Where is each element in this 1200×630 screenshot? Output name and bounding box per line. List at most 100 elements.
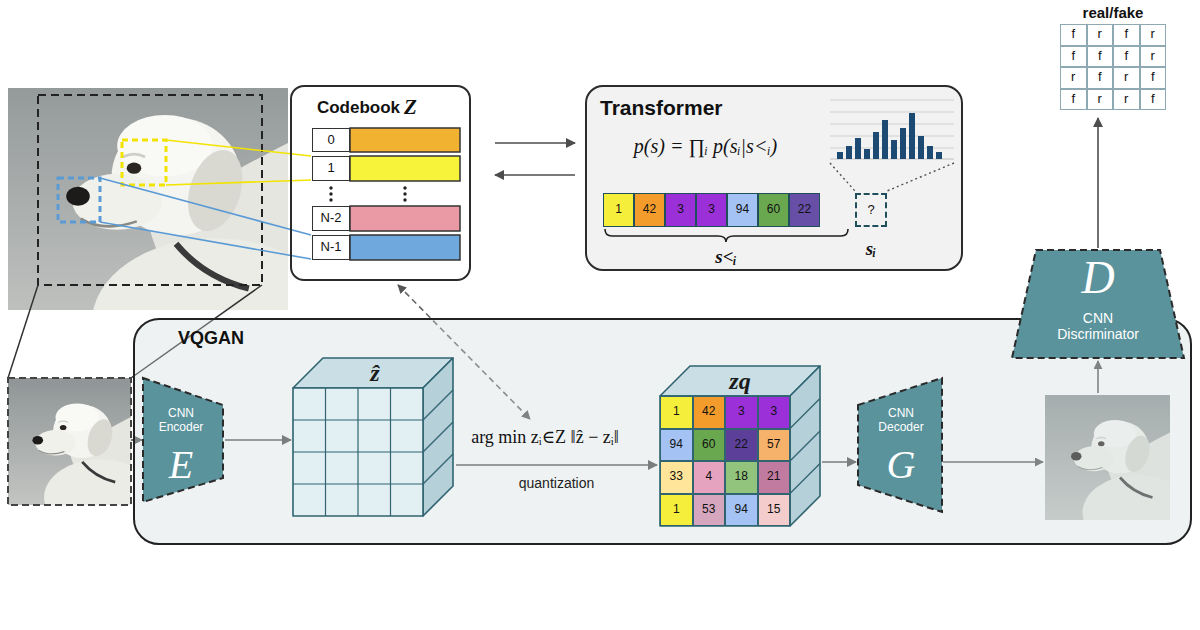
codebook-index: N-2 — [312, 206, 350, 231]
text-slot: 21 — [758, 461, 791, 494]
sequence-label: s<ᵢ — [715, 246, 736, 268]
illustration-part — [390, 388, 391, 516]
text-slot: s<ᵢ — [688, 245, 764, 269]
illustration-part — [329, 186, 332, 189]
text-slot: N-2 — [312, 206, 350, 231]
text-slot: r — [1113, 67, 1140, 89]
text-slot: 60 — [758, 193, 789, 227]
text-slot: f — [1113, 46, 1140, 68]
patch-verdict: f — [1140, 89, 1167, 111]
flow-arrow — [495, 174, 575, 176]
flow-arrow — [495, 142, 575, 144]
text-slot: r — [1060, 67, 1087, 89]
illustration-part — [143, 378, 223, 502]
encoder-trapezoid: CNN EncoderE — [143, 378, 223, 502]
illustration-part — [350, 156, 460, 181]
code-cell: 42 — [693, 396, 726, 429]
text-slot: Codebook — [296, 95, 400, 121]
text-slot: r — [1087, 89, 1114, 111]
token-cell: 42 — [634, 193, 665, 227]
text-slot: CNN Discriminator — [1046, 304, 1150, 348]
math-symbol: Z — [404, 95, 417, 119]
illustration-part — [423, 358, 453, 516]
text-slot: 60 — [693, 429, 726, 462]
text-slot: 3 — [696, 193, 727, 227]
patch-verdict: f — [1113, 46, 1140, 68]
token-cell: 94 — [727, 193, 758, 227]
illustration-part — [403, 198, 406, 201]
patch-verdict: r — [1140, 46, 1167, 68]
code-cell: 1 — [660, 396, 693, 429]
part-name: CNN Discriminator — [1046, 310, 1150, 342]
text-slot: G — [866, 442, 936, 488]
text-slot: f — [1113, 24, 1140, 46]
symbol-letter: G — [887, 445, 916, 485]
text-slot: ? — [855, 193, 887, 227]
text-slot: f — [1060, 89, 1087, 111]
text-slot: 3 — [665, 193, 696, 227]
tensor-name: zq — [729, 369, 750, 393]
text-slot: 33 — [660, 461, 693, 494]
text-slot: f — [1060, 24, 1087, 46]
illustration-part — [423, 422, 453, 452]
code-cell: 94 — [725, 494, 758, 527]
code-cell: 4 — [693, 461, 726, 494]
illustration-part — [329, 192, 332, 195]
panel-title: VQGAN — [178, 328, 244, 349]
patch-verdict: r — [1113, 67, 1140, 89]
code-cell: 53 — [693, 494, 726, 527]
text-slot: r — [1087, 24, 1114, 46]
text-slot: 22 — [725, 429, 758, 462]
text-slot: p(s) = ∏ᵢ p(sᵢ|s<ᵢ) — [598, 130, 813, 162]
illustration-part — [8, 378, 131, 505]
real-fake-grid: real/fakefrfrfffrrfrffrrf — [1058, 2, 1168, 114]
text-slot: Z — [404, 93, 434, 121]
codebook-index: 1 — [312, 156, 350, 181]
text-slot: 3 — [758, 396, 791, 429]
quantized-cube: zq142339460225733418211539415 — [660, 366, 820, 526]
text-slot: arg min zᵢ∈Z ‖ẑ − zᵢ‖ — [440, 421, 650, 453]
text-slot: 1 — [660, 396, 693, 429]
text-slot: 3 — [725, 396, 758, 429]
illustration-part — [100, 222, 311, 259]
text-slot: f — [1140, 67, 1167, 89]
text-slot: f — [1087, 46, 1114, 68]
token-cell: 3 — [696, 193, 727, 227]
code-cell: 57 — [758, 429, 791, 462]
text-slot: CNN Encoder — [148, 404, 214, 438]
illustration-part — [293, 483, 423, 484]
text-slot: 53 — [693, 494, 726, 527]
code-cell: 22 — [725, 429, 758, 462]
text-slot: quantization — [487, 472, 627, 494]
illustration-part — [403, 186, 406, 189]
symbol-letter: D — [1081, 255, 1114, 301]
illustration-part — [790, 399, 820, 429]
illustration-part — [403, 192, 406, 195]
formula: arg min zᵢ∈Z ‖ẑ − zᵢ‖ — [471, 427, 619, 448]
text-slot: sᵢ — [851, 236, 891, 262]
illustration-part — [350, 235, 460, 260]
codebook-index: 0 — [312, 128, 350, 152]
patch-verdict: f — [1087, 67, 1114, 89]
code-cell: 60 — [693, 429, 726, 462]
code-cell: 33 — [660, 461, 693, 494]
patch-verdict: f — [1060, 89, 1087, 111]
text-slot: 15 — [758, 494, 791, 527]
token-cell: ? — [855, 193, 887, 227]
discriminator-trapezoid: D CNN Discriminator — [1012, 250, 1184, 358]
code-cell: 18 — [725, 461, 758, 494]
text-slot: CNN Decoder — [866, 404, 936, 438]
text-slot: real/fake — [1058, 3, 1168, 23]
crop-frame — [38, 95, 262, 285]
patch-verdict: f — [1140, 67, 1167, 89]
text-slot: N-1 — [312, 235, 350, 260]
text-slot: Transformer — [600, 94, 750, 122]
token-cell: 3 — [665, 193, 696, 227]
text-slot: 18 — [725, 461, 758, 494]
patch-verdict: f — [1113, 24, 1140, 46]
text-slot: 0 — [312, 128, 350, 152]
edge-label: quantization — [519, 475, 595, 491]
text-slot: zq — [700, 367, 780, 395]
patch-verdict: r — [1060, 67, 1087, 89]
